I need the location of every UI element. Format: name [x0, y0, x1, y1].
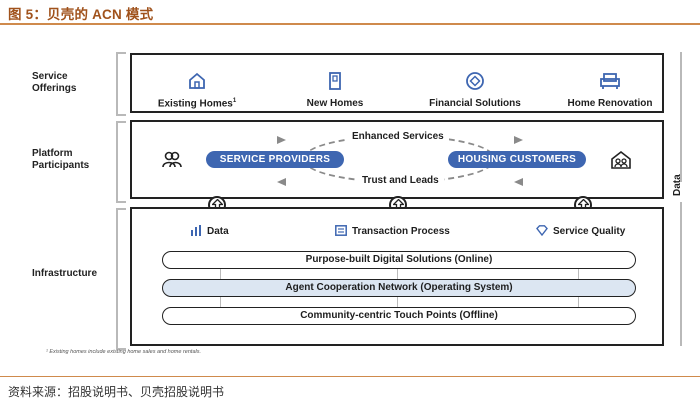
offering-label: Home Renovation [567, 98, 653, 109]
coin-icon [466, 72, 484, 90]
bar-chart-icon [191, 225, 201, 236]
label-platform-participants: Platform Participants [32, 148, 90, 171]
flow-trust-and-leads: Trust and Leads [357, 175, 444, 186]
flow-enhanced-services: Enhanced Services [347, 131, 449, 142]
house-icon [189, 72, 205, 89]
label-service-offerings: Service Offerings [32, 71, 77, 94]
pill-housing-customers: HOUSING CUSTOMERS [448, 151, 586, 168]
label-infrastructure: Infrastructure [32, 268, 98, 279]
flow-arrow-top-left [277, 136, 286, 144]
offering-new-homes: New Homes [270, 71, 400, 109]
offering-existing-homes: Existing Homes1 [132, 71, 262, 109]
building-icon [329, 72, 341, 90]
title-rule [0, 23, 700, 25]
offering-financial-solutions: Financial Solutions [410, 71, 540, 109]
service-offerings-panel: Existing Homes1 New Homes Financial Solu… [130, 53, 664, 113]
infra-item-service-quality: Service Quality [536, 225, 625, 237]
layer-operating-system: Agent Cooperation Network (Operating Sys… [162, 279, 636, 297]
offering-label: Existing Homes [157, 98, 233, 110]
flow-arrow-bottom-left [277, 178, 286, 186]
flow-arrow-bottom-right [514, 178, 523, 186]
people-icon [162, 151, 182, 168]
footnote-marker: 1 [232, 98, 237, 104]
bracket-infra [116, 208, 126, 350]
data-rail-label: Data [672, 174, 683, 196]
pill-service-providers: SERVICE PROVIDERS [206, 151, 344, 168]
figure-title: 图 5：贝壳的 ACN 模式 [8, 7, 154, 22]
offering-label: Financial Solutions [429, 98, 521, 109]
document-icon [335, 225, 347, 236]
offering-home-renovation: Home Renovation [545, 71, 675, 109]
infrastructure-panel: Data Transaction Process Service Quality… [130, 207, 664, 346]
offering-label: New Homes [306, 98, 364, 109]
infra-item-label: Data [207, 226, 229, 237]
platform-participants-panel: Enhanced Services Trust and Leads SERVIC… [130, 120, 664, 199]
bracket-service [116, 52, 126, 116]
sofa-icon [600, 73, 620, 89]
bracket-platform [116, 121, 126, 203]
infra-item-transaction-process: Transaction Process [335, 225, 450, 237]
home-people-icon [611, 150, 631, 169]
data-rail-gap [670, 182, 692, 202]
infra-item-data: Data [190, 225, 229, 237]
infra-item-label: Service Quality [553, 226, 626, 237]
footnote: ¹ Existing homes include existing home s… [46, 349, 201, 355]
diamond-icon [536, 225, 548, 237]
infra-item-label: Transaction Process [352, 226, 450, 237]
layer-online: Purpose-built Digital Solutions (Online) [162, 251, 636, 269]
layer-offline: Community-centric Touch Points (Offline) [162, 307, 636, 325]
source-text: 资料来源：招股说明书、贝壳招股说明书 [8, 385, 225, 399]
flow-arrow-top-right [514, 136, 523, 144]
source-rule [0, 376, 700, 377]
